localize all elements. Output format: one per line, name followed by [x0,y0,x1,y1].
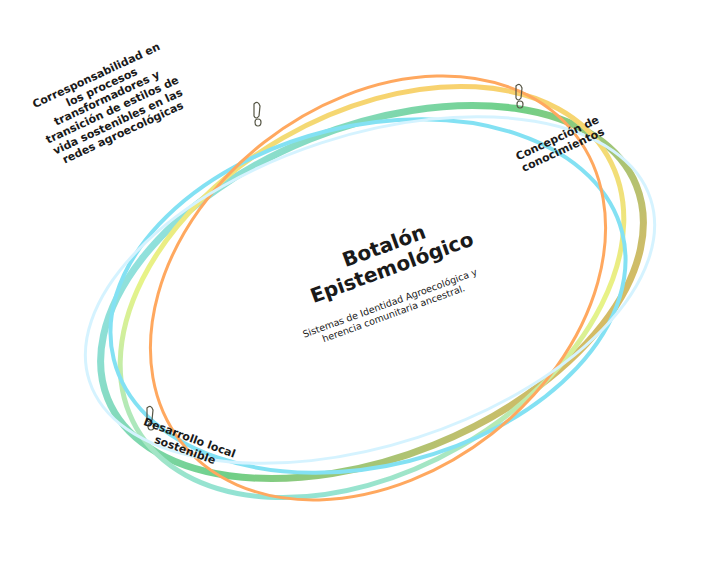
puzzle-piece: Botalón EpistemológicoSistemas de Identi… [200,195,530,375]
petal-node: Corresponsabilidad en los procesos trans… [5,5,355,270]
petal-node: Concepción de conocimientos [320,5,725,235]
footprint-icon [147,84,523,430]
petal-label: Desarrollo local sostenible [131,414,243,475]
petal-label: Corresponsabilidad en los procesos trans… [21,37,198,173]
petal-node: Desarrollo local sostenible [5,250,360,560]
petal-node-shape [5,250,360,560]
petal-node-shape [320,5,725,235]
petal-label: Concepción de conocimientos [503,109,618,181]
